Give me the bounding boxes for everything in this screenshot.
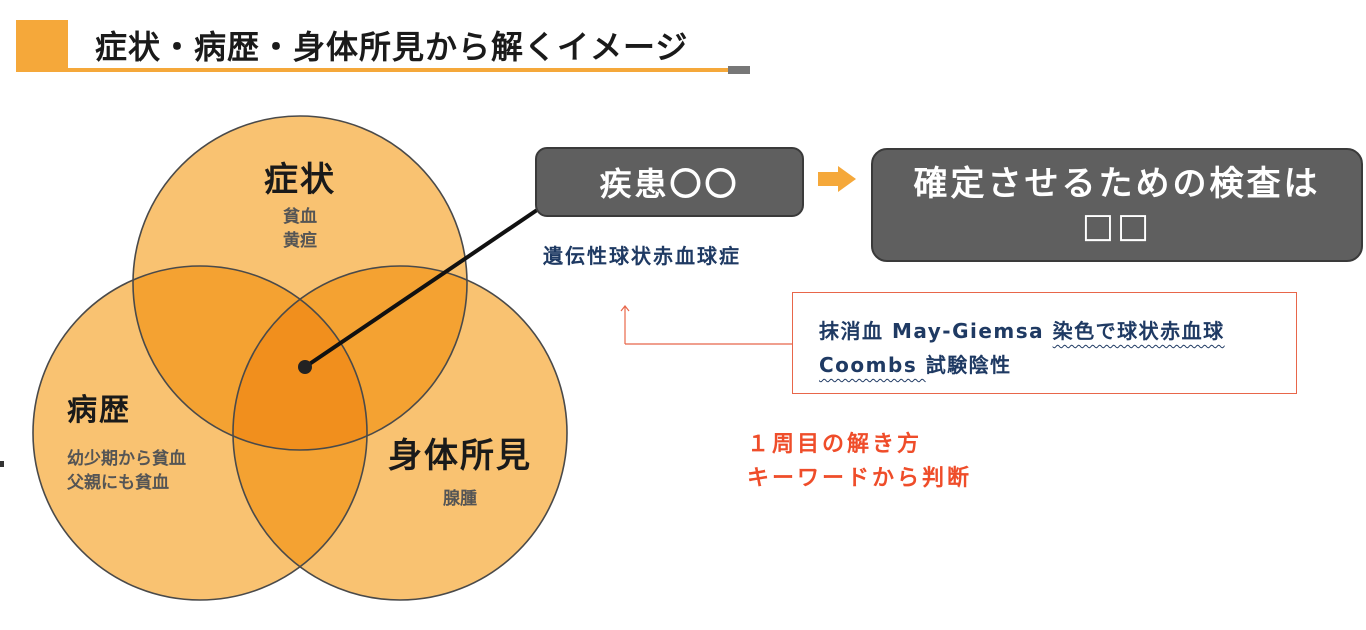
test-line-1: 確定させるための検査は	[913, 164, 1321, 204]
symptoms-group: 症状 貧血 黄疸	[240, 152, 360, 253]
method-note: １周目の解き方 キーワードから判断	[747, 428, 972, 496]
symptom-item: 黄疸	[283, 231, 317, 251]
up-arrow-icon	[620, 305, 793, 345]
history-title: 病歴	[67, 393, 131, 428]
test-line-2: □□	[1081, 206, 1153, 246]
side-tick-mark	[0, 461, 4, 467]
right-arrow-head	[838, 166, 856, 192]
right-arrow-icon	[818, 172, 838, 186]
disease-label: 疾患〇〇	[599, 165, 740, 203]
title-accent-block	[16, 20, 68, 72]
exam-group: 身体所見 腺腫	[380, 428, 540, 511]
finding-line-2: Coombs 試験陰性	[819, 349, 1012, 378]
method-line-2: キーワードから判断	[747, 466, 973, 491]
confirm-test-box: 確定させるための検査は □□	[871, 148, 1363, 262]
page-title: 症状・病歴・身体所見から解くイメージ	[95, 28, 689, 66]
connector-line	[303, 206, 542, 369]
finding-2-text: Coombs	[819, 353, 926, 377]
title-underline	[68, 68, 728, 72]
symptoms-title: 症状	[264, 160, 336, 200]
disease-box: 疾患〇〇	[535, 147, 804, 217]
exam-title: 身体所見	[388, 436, 532, 476]
finding-2-keyword: 試験陰性	[925, 353, 1012, 377]
findings-box: 抹消血 May-Giemsa 染色で球状赤血球 Coombs 試験陰性	[792, 292, 1297, 394]
diagnosis-label: 遺伝性球状赤血球症	[543, 244, 741, 268]
history-item: 父親にも貧血	[67, 473, 169, 493]
method-line-1: １周目の解き方	[747, 432, 923, 457]
symptom-item: 貧血	[283, 207, 317, 227]
finding-1-text: 抹消血 May-Giemsa	[819, 319, 1053, 343]
center-dot	[298, 360, 312, 374]
finding-line-1: 抹消血 May-Giemsa 染色で球状赤血球	[819, 315, 1225, 344]
finding-2-plain: Coombs	[819, 353, 926, 377]
venn-center-region	[233, 266, 367, 450]
finding-1-keyword: 染色で球状赤血球	[1052, 319, 1225, 343]
history-item: 幼少期から貧血	[67, 449, 186, 469]
history-group: 病歴 幼少期から貧血 父親にも貧血	[45, 385, 205, 495]
exam-item: 腺腫	[443, 489, 477, 509]
title-end-mark	[728, 66, 750, 74]
